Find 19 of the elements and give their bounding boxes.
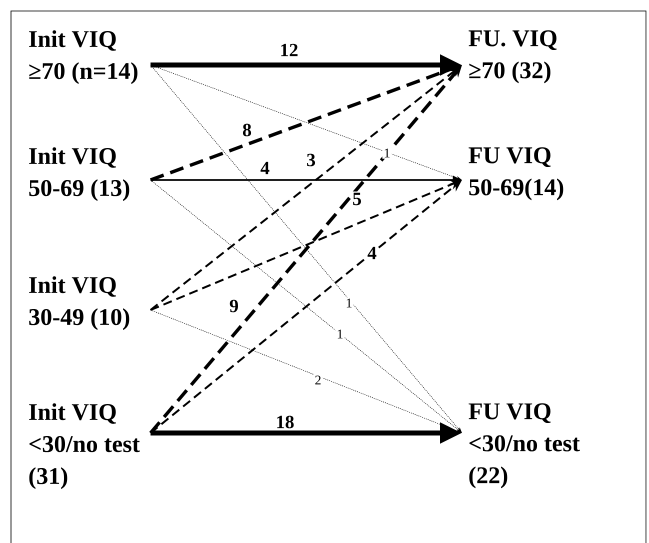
edge-label: 18 xyxy=(274,414,296,430)
edge-label: 1 xyxy=(344,297,354,309)
edge-label: 1 xyxy=(335,328,345,340)
edge-label: 4 xyxy=(366,246,378,260)
group-label: Init VIQ 50-69 (13) xyxy=(29,147,130,202)
edge-label: 5 xyxy=(351,191,363,207)
group-label: Init VIQ ≥70 (n=14) xyxy=(29,30,138,84)
edge-label: 12 xyxy=(278,42,300,58)
group-label: Init VIQ <30/no test (31) xyxy=(29,403,140,490)
group-label: FU VIQ <30/no test (22) xyxy=(468,403,580,488)
group-label: FU VIQ 50-69(14) xyxy=(468,147,564,200)
edge-label: 8 xyxy=(241,122,253,138)
edge-label: 9 xyxy=(228,298,240,314)
group-label: FU. VIQ ≥70 (32) xyxy=(468,30,557,84)
group-label: Init VIQ 30-49 (10) xyxy=(29,276,130,330)
edge-label: 3 xyxy=(305,152,317,168)
edge-label: 4 xyxy=(259,160,271,176)
edge-label: 1 xyxy=(382,147,392,159)
edge-label: 2 xyxy=(313,374,323,386)
